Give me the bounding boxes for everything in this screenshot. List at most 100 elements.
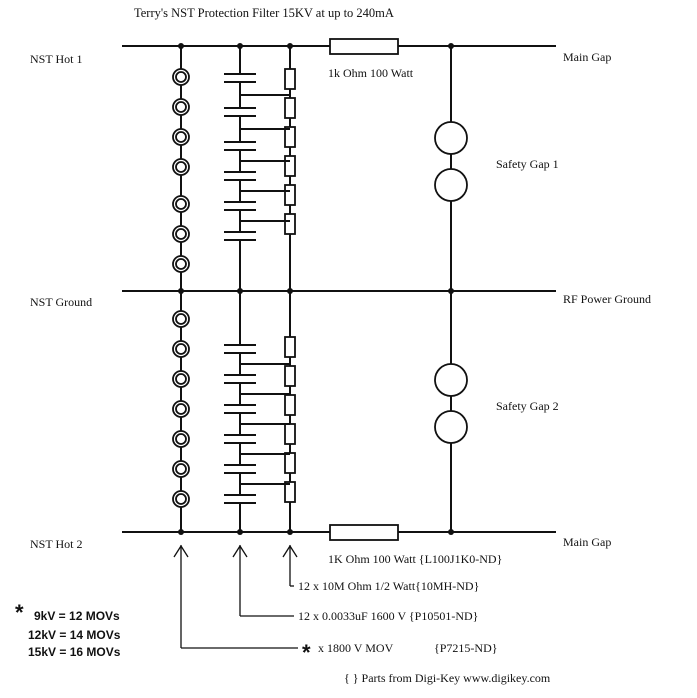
capacitor — [223, 201, 257, 211]
junction-dot — [287, 529, 293, 535]
label-safety-gap-2: Safety Gap 2 — [496, 399, 559, 413]
mov-inner-ring — [175, 403, 187, 415]
resistor — [284, 213, 296, 235]
footer-note: { } Parts from Digi-Key www.digikey.com — [344, 671, 551, 685]
resistor — [284, 97, 296, 119]
junction-dot — [178, 43, 184, 49]
label-resistor-bottom: 1K Ohm 100 Watt {L100J1K0-ND} — [328, 552, 502, 566]
junction-dot — [287, 43, 293, 49]
capacitor-gap — [223, 465, 257, 473]
junction-dot — [237, 43, 243, 49]
mov-element — [172, 400, 190, 418]
mov-element — [172, 460, 190, 478]
mov-element — [172, 68, 190, 86]
mov-element — [172, 340, 190, 358]
capacitor-gap — [223, 202, 257, 210]
capacitor-gap — [223, 108, 257, 116]
capacitor — [223, 374, 257, 384]
mov-inner-ring — [175, 161, 187, 173]
mov-element — [172, 98, 190, 116]
mov-inner-ring — [175, 343, 187, 355]
resistor — [284, 365, 296, 387]
junction-dot — [287, 288, 293, 294]
mov-part-label: x 1800 V MOV — [318, 641, 394, 655]
junction-dot — [237, 529, 243, 535]
resistor — [284, 423, 296, 445]
mov-inner-ring — [175, 131, 187, 143]
mov-star-marker: * — [302, 640, 311, 665]
junction-dot — [448, 43, 454, 49]
resistor-part-label: 12 x 10M Ohm 1/2 Watt{10MH-ND} — [298, 579, 479, 593]
mov-table-row-12kv: 12kV = 14 MOVs — [28, 628, 121, 642]
mov-element — [172, 128, 190, 146]
capacitor-gap — [223, 435, 257, 443]
capacitor — [223, 404, 257, 414]
mov-element — [172, 225, 190, 243]
mov-inner-ring — [175, 463, 187, 475]
label-safety-gap-1: Safety Gap 1 — [496, 157, 559, 171]
label-resistor-top: 1k Ohm 100 Watt — [328, 66, 414, 80]
mov-element — [172, 370, 190, 388]
capacitor — [223, 171, 257, 181]
mov-inner-ring — [175, 258, 187, 270]
capacitor-callout-arrowhead — [232, 544, 248, 558]
capacitor — [223, 494, 257, 504]
capacitor-gap — [223, 345, 257, 353]
mov-part-number: {P7215-ND} — [434, 641, 498, 655]
capacitor-gap — [223, 172, 257, 180]
label-nst-ground: NST Ground — [30, 295, 92, 309]
resistor-column — [240, 46, 296, 532]
capacitor — [223, 231, 257, 241]
mov-table-row-15kv: 15kV = 16 MOVs — [28, 645, 121, 659]
capacitor — [223, 464, 257, 474]
capacitor — [223, 434, 257, 444]
resistor — [284, 68, 296, 90]
mov-element — [172, 255, 190, 273]
mov-callout-arrowhead — [173, 544, 189, 558]
series-resistor-bottom — [329, 524, 399, 541]
mov-column — [172, 46, 190, 532]
junction-dot — [448, 288, 454, 294]
mov-element — [172, 310, 190, 328]
resistor — [284, 336, 296, 358]
label-main-gap-bottom: Main Gap — [563, 535, 611, 549]
series-resistor-top — [329, 38, 399, 55]
mov-table-row-9kv: 9kV = 12 MOVs — [34, 609, 120, 623]
mov-inner-ring — [175, 101, 187, 113]
part-callouts — [173, 544, 298, 649]
capacitor — [223, 107, 257, 117]
mov-inner-ring — [175, 71, 187, 83]
safety-gap-1-upper-sphere — [434, 121, 468, 155]
mov-inner-ring — [175, 493, 187, 505]
mov-element — [172, 430, 190, 448]
resistor — [284, 452, 296, 474]
capacitor-gap — [223, 375, 257, 383]
safety-gap-1-lower-sphere — [434, 168, 468, 202]
resistor — [284, 155, 296, 177]
safety-gap-2-upper-sphere — [434, 363, 468, 397]
junction-dot — [448, 529, 454, 535]
capacitor-gap — [223, 495, 257, 503]
mov-table-star: * — [15, 600, 24, 625]
capacitor-gap — [223, 405, 257, 413]
label-nst-hot-2: NST Hot 2 — [30, 537, 82, 551]
capacitor-part-label: 12 x 0.0033uF 1600 V {P10501-ND} — [298, 609, 478, 623]
mov-inner-ring — [175, 313, 187, 325]
resistor-callout-arrowhead — [282, 544, 298, 558]
mov-element — [172, 195, 190, 213]
mov-element — [172, 490, 190, 508]
label-nst-hot-1: NST Hot 1 — [30, 52, 82, 66]
resistor — [284, 481, 296, 503]
capacitor — [223, 73, 257, 83]
capacitor-gap — [223, 232, 257, 240]
label-main-gap-top: Main Gap — [563, 50, 611, 64]
capacitor — [223, 344, 257, 354]
rails — [122, 45, 556, 533]
mov-element — [172, 158, 190, 176]
junction-dots — [178, 43, 454, 535]
resistor — [284, 394, 296, 416]
junction-dot — [237, 288, 243, 294]
junction-dot — [178, 288, 184, 294]
